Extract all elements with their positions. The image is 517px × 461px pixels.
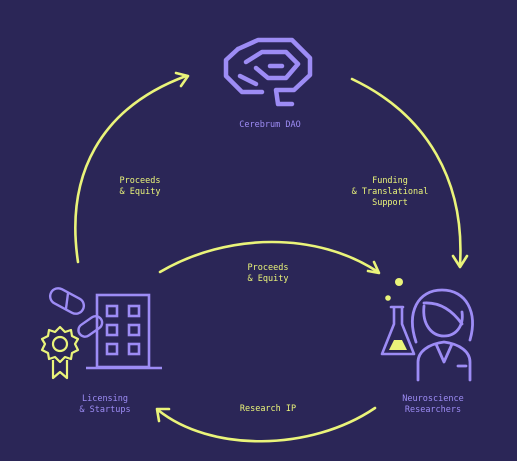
- arrow-licensing-to-researchers: [158, 240, 380, 274]
- person-icon: [411, 288, 474, 382]
- arrow-researchers-to-licensing-head: [155, 407, 171, 423]
- pill-icons: [48, 287, 104, 338]
- licensing-label: Licensing & Startups: [79, 394, 131, 415]
- dao-label: Cerebrum DAO: [239, 120, 301, 130]
- flask-icon: [380, 305, 416, 356]
- arrow-dao-to-researchers: [350, 77, 462, 267]
- arrow-researchers-to-licensing: [156, 406, 377, 443]
- award-badge-icon: [40, 325, 80, 380]
- arrow-licensing-to-dao-head: [174, 71, 190, 88]
- arrow-licensing-to-dao: [74, 74, 188, 264]
- bubble-icons: [385, 278, 403, 301]
- arrow-licensing-to-researchers-head: [366, 260, 381, 275]
- researchers-label: Neuroscience Researchers: [402, 394, 464, 415]
- flow-label-proceeds-center: Proceeds & Equity: [247, 263, 289, 284]
- arrow-dao-to-researchers-head: [451, 254, 469, 269]
- building-icon: [86, 293, 162, 370]
- flow-label-proceeds-left: Proceeds & Equity: [119, 176, 161, 197]
- flow-label-research-ip: Research IP: [239, 404, 297, 414]
- flow-label-funding: Funding & Translational Support: [351, 176, 429, 208]
